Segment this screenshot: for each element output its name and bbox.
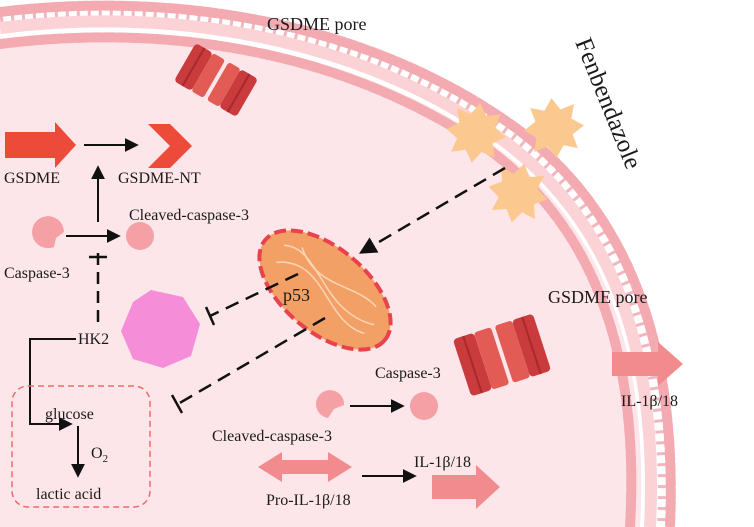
gsdme-arrow-shape — [5, 122, 76, 168]
p53-organelle — [257, 228, 393, 352]
caspase3-left-label: Caspase-3 — [4, 265, 70, 282]
cleaved-caspase3-top-label: Cleaved-caspase-3 — [129, 207, 249, 224]
hk2-heptagon — [121, 290, 200, 368]
p53-inhibit-hk2-bar — [204, 306, 216, 326]
fenbendazole-star — [488, 163, 548, 223]
p53-inhibit-glycolysis-bar — [170, 394, 184, 414]
fenbendazole-label: Fenbendazole — [569, 34, 646, 173]
pro-il-double-arrow — [258, 452, 352, 482]
gsdme-pore-top — [175, 44, 257, 116]
il-outside-arrow — [612, 342, 683, 386]
fenbendazole-molecules — [446, 98, 584, 223]
lactic-acid-label: lactic acid — [36, 486, 101, 503]
il-outside-label: IL-1β/18 — [621, 393, 678, 410]
fenbendazole-to-p53-arrow — [358, 166, 506, 254]
caspase3-mid-circle — [316, 390, 345, 418]
cleaved-caspase3-top-circle — [126, 222, 154, 250]
il-inside-label: IL-1β/18 — [414, 454, 471, 471]
glycolysis-box — [11, 385, 151, 508]
fenbendazole-star — [446, 103, 506, 163]
il-inside-arrow — [432, 465, 500, 509]
cleaved-caspase3-mid-circle — [410, 392, 438, 420]
caspase3-mid-label: Caspase-3 — [375, 365, 441, 382]
oxygen-label: O2 — [91, 445, 108, 465]
cleaved-caspase3-mid-label: Cleaved-caspase-3 — [212, 428, 332, 445]
gsdme-pore-right-label: GSDME pore — [548, 287, 648, 307]
gsdme-pore-right — [453, 314, 551, 396]
fenbendazole-star — [524, 98, 584, 158]
membrane-outer-tails — [0, 4, 672, 527]
pro-il-label: Pro-IL-1β/18 — [266, 492, 351, 509]
gsdme-nt-label: GSDME-NT — [118, 170, 201, 187]
caspase3-left-circle — [32, 216, 64, 249]
hk2-to-glucose-connector — [29, 338, 76, 431]
gsdme-nt-chevron — [148, 124, 192, 168]
glucose-label: glucose — [45, 406, 94, 423]
gsdme-label: GSDME — [4, 170, 60, 187]
hk2-label: HK2 — [78, 331, 109, 348]
gsdme-pore-top-label: GSDME pore — [267, 14, 367, 34]
p53-inhibit-hk2-line — [209, 272, 299, 318]
p53-label: p53 — [283, 285, 310, 305]
p53-inhibit-glycolysis-line — [177, 316, 326, 406]
